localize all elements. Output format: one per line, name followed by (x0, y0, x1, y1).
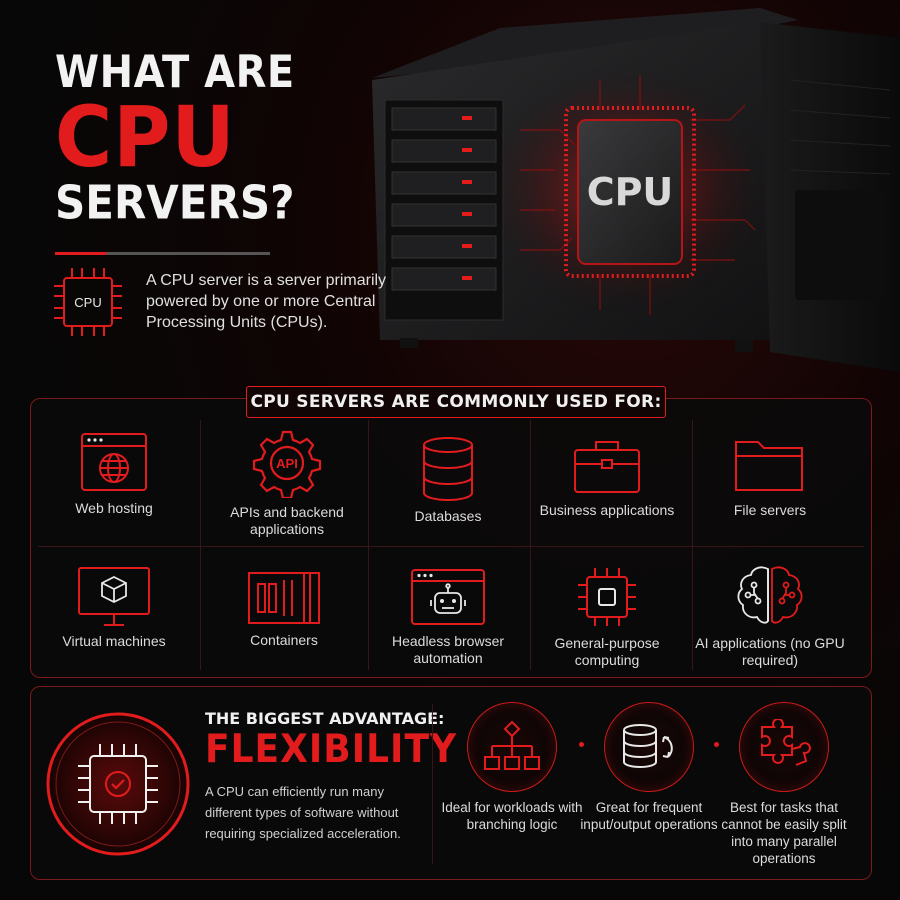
robot-browser-icon (411, 569, 485, 625)
use-item-databases: Databases (366, 436, 530, 525)
brain-circuit-icon (737, 566, 803, 624)
use-item-apis: API APIs and backend applications (205, 428, 369, 538)
use-label: General-purpose computing (554, 635, 660, 668)
feature-label: Best for tasks that cannot be easily spl… (721, 800, 847, 866)
uses-col-divider (530, 420, 531, 670)
page-title: WHAT ARE CPU SERVERS? (55, 46, 295, 226)
use-label: Databases (414, 508, 482, 524)
use-item-containers: Containers (202, 570, 366, 649)
use-item-file-servers: File servers (688, 436, 852, 519)
title-line-1: WHAT ARE (55, 46, 295, 99)
uses-col-divider (200, 420, 201, 670)
use-item-business-apps: Business applications (525, 436, 689, 519)
use-label: AI applications (no GPU required) (695, 635, 845, 668)
advantage-divider (432, 704, 433, 864)
feature-separator-dot (714, 742, 719, 747)
feature-ring-io (604, 702, 694, 792)
container-icon (248, 572, 320, 624)
uses-heading-box: CPU SERVERS ARE COMMONLY USED FOR: (246, 386, 666, 418)
monitor-cube-icon (78, 567, 150, 626)
globe-browser-icon (81, 433, 147, 491)
use-label: File servers (733, 502, 807, 518)
advantage-title: FLEXIBILITY (205, 727, 458, 773)
use-label: Business applications (539, 502, 675, 518)
use-label: Web hosting (75, 500, 153, 516)
feature-ring-branching (467, 702, 557, 792)
api-gear-icon: API (252, 430, 322, 498)
uses-col-divider (692, 420, 693, 670)
feature-ring-serial (739, 702, 829, 792)
chip-icon (578, 568, 636, 626)
use-item-ai-apps: AI applications (no GPU required) (688, 563, 852, 669)
briefcase-icon (574, 441, 640, 493)
server-illustration: CPU (372, 8, 900, 372)
title-divider (55, 252, 270, 255)
feature-label: Ideal for workloads with branching logic (441, 800, 583, 832)
cpu-chip-icon: CPU (54, 268, 122, 336)
use-label: APIs and backend applications (230, 504, 344, 537)
uses-col-divider (368, 420, 369, 670)
feature-separator-dot (579, 742, 584, 747)
database-icon (423, 437, 473, 501)
database-sync-icon (623, 724, 673, 768)
use-item-headless-browser: Headless browser automation (366, 567, 530, 667)
use-label: Headless browser automation (391, 633, 505, 666)
hero-chip-label: CPU (74, 295, 101, 310)
title-line-2: CPU (55, 89, 236, 187)
flowchart-icon (484, 720, 540, 770)
advantage-description: A CPU can efficiently run many different… (205, 784, 401, 841)
title-line-3: SERVERS? (55, 175, 295, 230)
use-label: Containers (250, 632, 318, 648)
uses-row-divider (38, 546, 864, 547)
api-icon-text: API (276, 456, 298, 471)
use-label: Virtual machines (62, 633, 166, 649)
uses-panel (30, 398, 872, 678)
server-chip-label: CPU (587, 170, 674, 214)
advantage-kicker: THE BIGGEST ADVANTAGE: (205, 709, 445, 728)
uses-heading: CPU SERVERS ARE COMMONLY USED FOR: (250, 392, 662, 412)
folder-icon (735, 441, 803, 491)
puzzle-icon (761, 719, 811, 766)
hero-description: A CPU server is a server primarily power… (146, 272, 387, 331)
cpu-check-emblem-icon (46, 712, 190, 856)
use-item-general-computing: General-purpose computing (525, 565, 689, 669)
use-item-virtual-machines: Virtual machines (32, 565, 196, 650)
use-item-web-hosting: Web hosting (32, 432, 196, 517)
feature-label: Great for frequent input/output operatio… (580, 800, 718, 832)
